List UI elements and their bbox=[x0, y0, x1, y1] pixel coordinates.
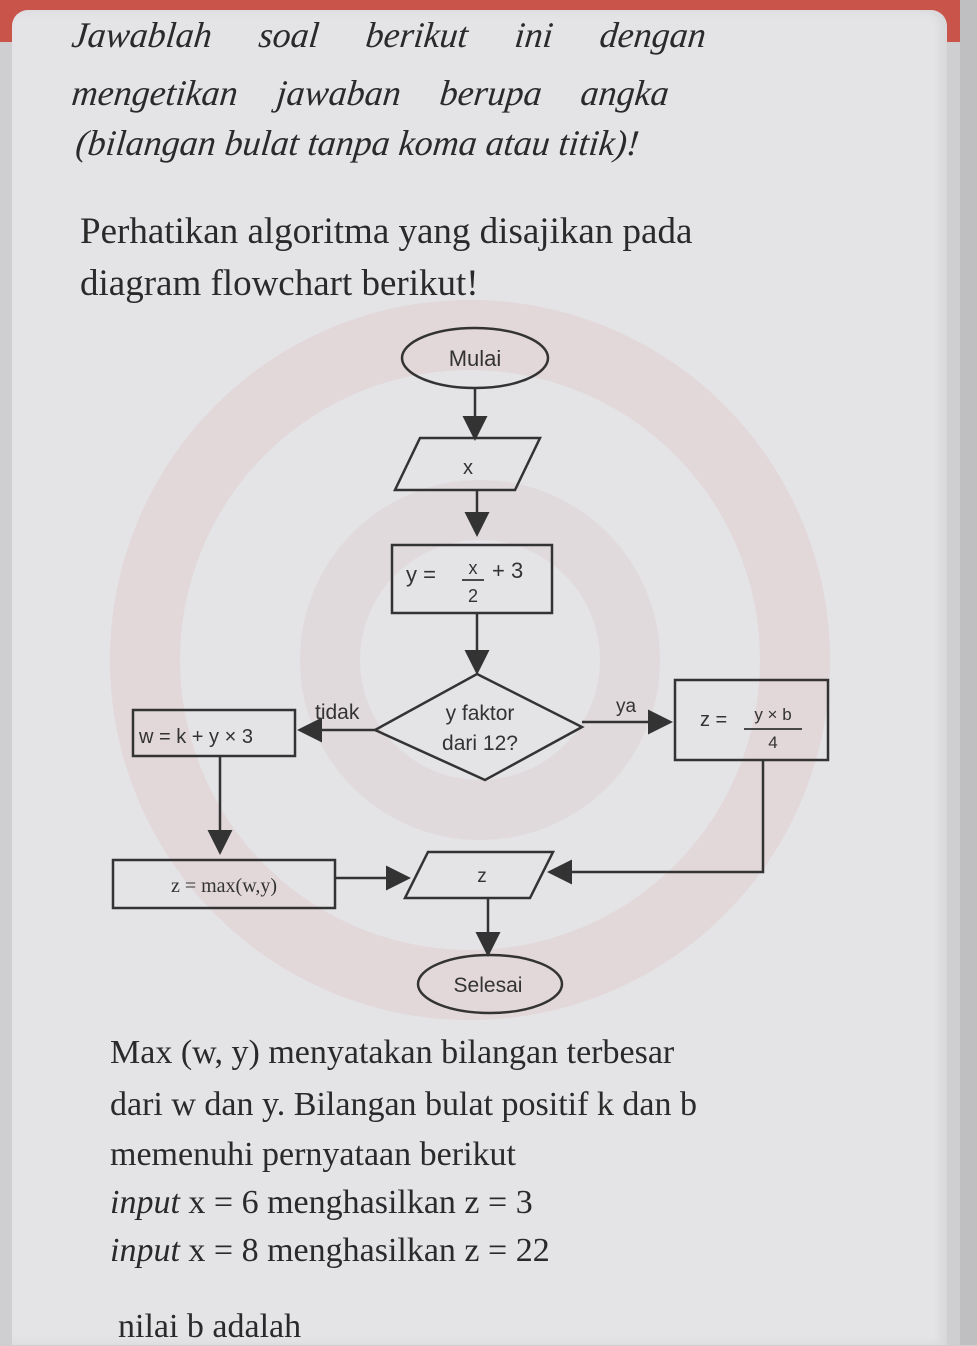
process-y-num: x bbox=[469, 558, 478, 578]
case-2: input x = 8 menghasilkan z = 22 bbox=[110, 1232, 550, 1270]
process-y-den: 2 bbox=[468, 586, 478, 606]
question-line-1: Max (w, y) menyatakan bilangan terbesar bbox=[110, 1034, 675, 1071]
end-label: Selesai bbox=[454, 974, 523, 997]
process-w-label: w = k + y × 3 bbox=[138, 726, 253, 748]
process-z-yes-den: 4 bbox=[768, 733, 777, 752]
process-y-tail: + 3 bbox=[492, 558, 523, 583]
decision-line-2: dari 12? bbox=[442, 732, 518, 755]
process-zmax-label: z = max(w,y) bbox=[171, 875, 277, 897]
process-z-yes-box bbox=[673, 678, 830, 762]
process-z-yes-num: y × b bbox=[754, 705, 791, 724]
device-edge bbox=[960, 0, 977, 1345]
process-zmax-box bbox=[111, 858, 337, 910]
output-parallelogram bbox=[402, 850, 556, 900]
case-1-text: x = 6 menghasilkan z = 3 bbox=[188, 1184, 533, 1221]
process-y-lhs: y = bbox=[406, 562, 436, 587]
case-2-prefix: input bbox=[110, 1232, 180, 1269]
question-line-3: memenuhi pernyataan berikut bbox=[110, 1136, 516, 1173]
case-1: input x = 6 menghasilkan z = 3 bbox=[110, 1184, 533, 1222]
input-label: x bbox=[463, 457, 473, 479]
output-label: z bbox=[477, 866, 487, 887]
prompt-line-2: diagram flowchart berikut! bbox=[80, 263, 479, 304]
start-label: Mulai bbox=[449, 346, 502, 371]
prompt-line-1: Perhatikan algoritma yang disajikan pada bbox=[80, 211, 693, 252]
yes-branch-label: ya bbox=[616, 696, 637, 717]
process-y-box bbox=[390, 543, 554, 615]
question-line-2: dari w dan y. Bilangan bulat positif k d… bbox=[110, 1086, 698, 1123]
no-branch-label: tidak bbox=[315, 701, 360, 724]
decision-diamond bbox=[372, 672, 585, 782]
case-2-text: x = 8 menghasilkan z = 22 bbox=[188, 1232, 550, 1269]
case-1-prefix: input bbox=[110, 1184, 180, 1221]
input-parallelogram bbox=[393, 436, 542, 492]
process-w-box bbox=[131, 708, 297, 758]
decision-line-1: y faktor bbox=[446, 702, 515, 725]
question-ask: nilai b adalah bbox=[118, 1308, 302, 1345]
process-z-yes-lhs: z = bbox=[700, 709, 727, 731]
end-terminal bbox=[416, 953, 564, 1015]
